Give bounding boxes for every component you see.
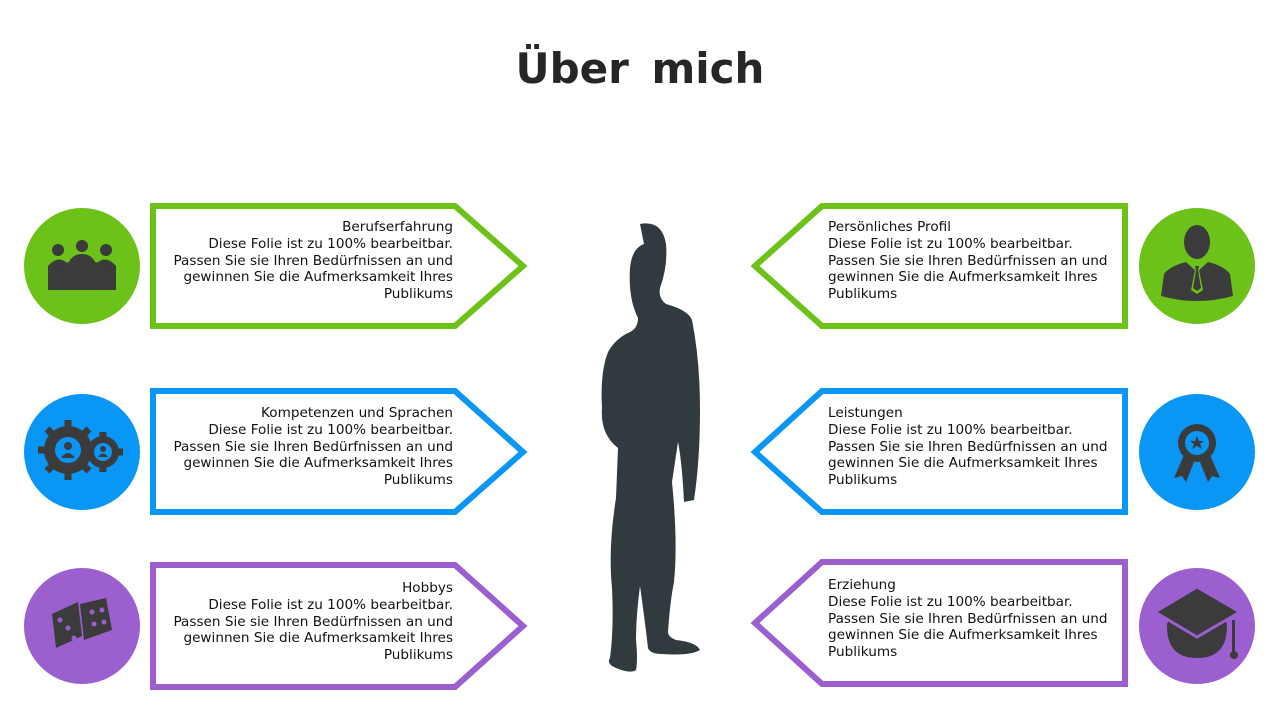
card-body-line: Passen Sie sie Ihren Bedürfnissen an und (173, 438, 453, 455)
card-frame-profil (750, 203, 1128, 329)
gears-people-icon (38, 420, 123, 480)
card-frame-kompetenzen (150, 388, 528, 515)
card-frame-berufserfahrung (150, 203, 528, 329)
card-frame-hobbys (150, 562, 528, 690)
card-body-line: gewinnen Sie die Aufmerksamkeit Ihres (828, 627, 1098, 644)
card-body-line: gewinnen Sie die Aufmerksamkeit Ihres (183, 455, 453, 472)
card-body-line: Passen Sie sie Ihren Bedürfnissen an und (828, 438, 1108, 455)
card-body-line: gewinnen Sie die Aufmerksamkeit Ihres (183, 630, 453, 647)
person-silhouette (601, 223, 700, 672)
card-heading: Leistungen (828, 405, 903, 421)
card-body-line: gewinnen Sie die Aufmerksamkeit Ihres (183, 269, 453, 286)
card-berufserfahrung: Berufserfahrung Diese Folie ist zu 100% … (153, 219, 453, 303)
businessman-icon (1161, 225, 1233, 301)
card-leistungen: Leistungen Diese Folie ist zu 100% bearb… (828, 405, 1128, 489)
card-body-line: Publikums (383, 286, 453, 303)
card-body-line: Diese Folie ist zu 100% bearbeitbar. (208, 235, 453, 252)
card-frame-erziehung (750, 559, 1128, 687)
card-body-line: Diese Folie ist zu 100% bearbeitbar. (208, 596, 453, 613)
card-erziehung: Erziehung Diese Folie ist zu 100% bearbe… (828, 577, 1128, 661)
meeting-table-icon (48, 240, 116, 290)
card-heading: Persönliches Profil (828, 219, 951, 235)
card-kompetenzen: Kompetenzen und Sprachen Diese Folie ist… (153, 405, 453, 489)
card-body-line: Diese Folie ist zu 100% bearbeitbar. (828, 235, 1073, 252)
card-body-line: Passen Sie sie Ihren Bedürfnissen an und (173, 613, 453, 630)
card-body-line: Publikums (828, 644, 898, 661)
award-ribbon-icon (1174, 424, 1220, 482)
graduation-cap-icon (1152, 585, 1243, 659)
card-heading: Berufserfahrung (342, 219, 453, 235)
card-body-line: Publikums (383, 472, 453, 489)
card-body-line: gewinnen Sie die Aufmerksamkeit Ihres (828, 269, 1098, 286)
card-body-line: Diese Folie ist zu 100% bearbeitbar. (828, 421, 1073, 438)
card-body-line: Passen Sie sie Ihren Bedürfnissen an und (828, 610, 1108, 627)
card-heading: Hobbys (402, 580, 453, 596)
card-body-line: Diese Folie ist zu 100% bearbeitbar. (208, 421, 453, 438)
card-heading: Kompetenzen und Sprachen (261, 405, 453, 421)
card-body-line: Publikums (828, 472, 898, 489)
dice-icon (52, 598, 112, 648)
card-body-line: Passen Sie sie Ihren Bedürfnissen an und (828, 252, 1108, 269)
card-body-line: gewinnen Sie die Aufmerksamkeit Ihres (828, 455, 1098, 472)
card-heading: Erziehung (828, 577, 896, 593)
card-body-line: Publikums (828, 286, 898, 303)
card-body-line: Passen Sie sie Ihren Bedürfnissen an und (173, 252, 453, 269)
card-frame-leistungen (750, 388, 1128, 515)
card-hobbys: Hobbys Diese Folie ist zu 100% bearbeitb… (153, 580, 453, 664)
card-profil: Persönliches Profil Diese Folie ist zu 1… (828, 219, 1128, 303)
card-body-line: Publikums (383, 647, 453, 664)
slide-title: Über mich (515, 44, 765, 93)
card-body-line: Diese Folie ist zu 100% bearbeitbar. (828, 593, 1073, 610)
